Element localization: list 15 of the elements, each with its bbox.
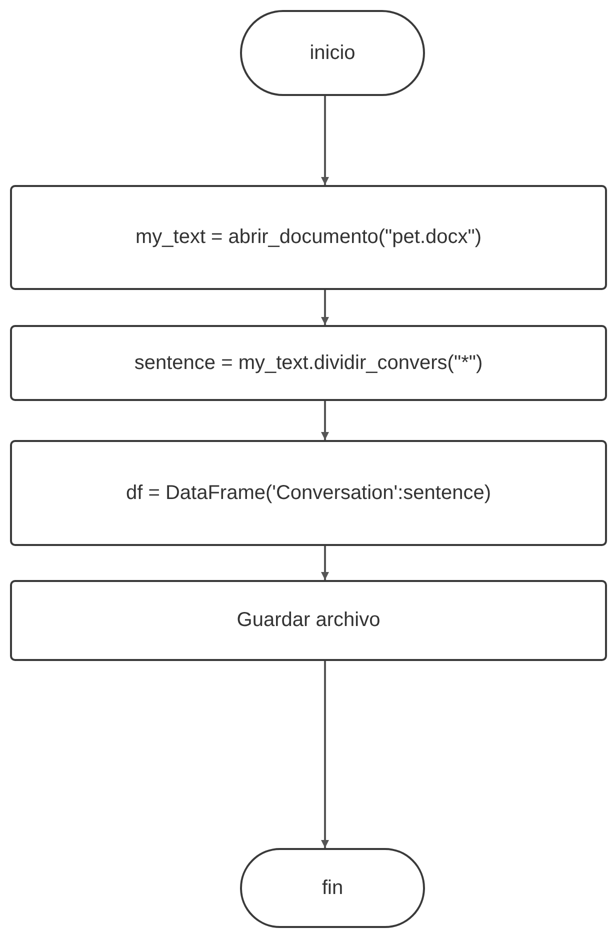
arrow <box>321 290 329 325</box>
arrow <box>321 661 329 848</box>
node-label: sentence = my_text.dividir_convers("*") <box>134 352 483 374</box>
node-label: my_text = abrir_documento("pet.docx") <box>135 226 482 249</box>
arrow <box>321 401 329 440</box>
process-box <box>10 440 607 546</box>
process-box <box>10 580 607 661</box>
node-label: df = DataFrame('Conversation':sentence) <box>126 482 492 504</box>
node-label: Guardar archivo <box>236 609 380 632</box>
node-label: inicio <box>310 42 356 64</box>
node-label: fin <box>322 876 344 900</box>
process-box <box>10 185 607 290</box>
process-box <box>10 325 607 401</box>
arrow <box>321 96 329 185</box>
arrow <box>321 546 329 580</box>
